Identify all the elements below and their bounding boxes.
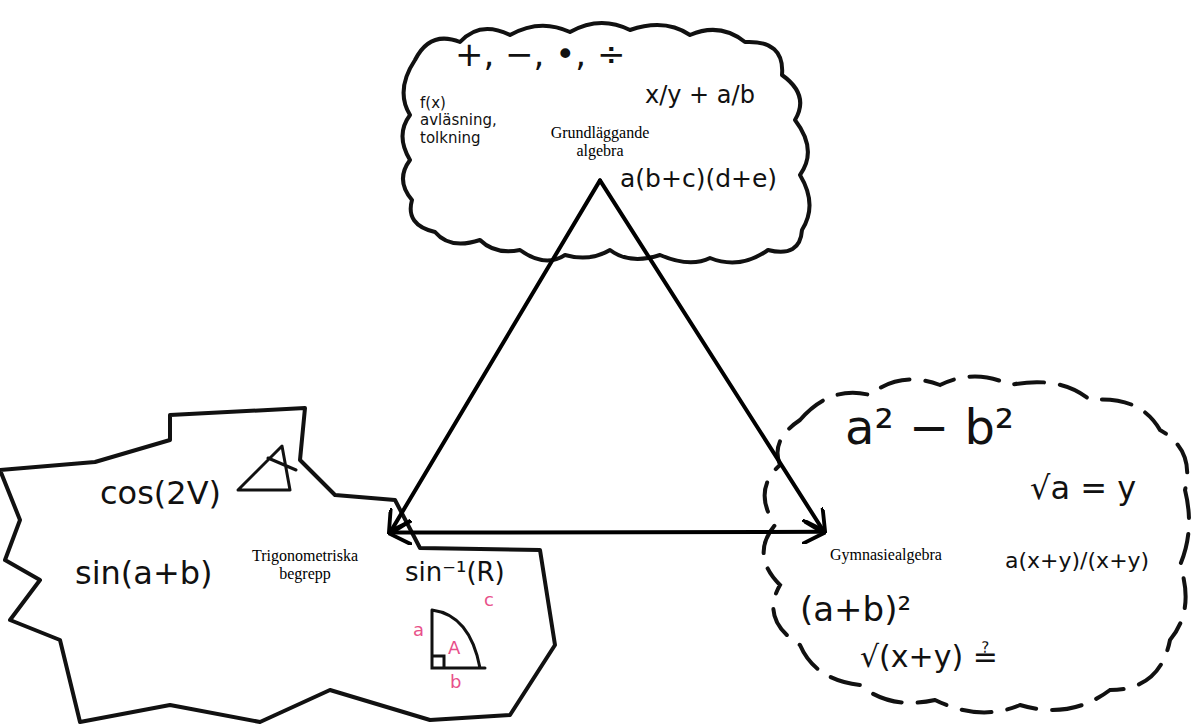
handwritten-note: f(x) avläsning, tolkning <box>420 95 512 147</box>
arrow-connector <box>600 180 824 531</box>
handwritten-note: a² − b² <box>845 400 1014 455</box>
handwritten-note: sin⁻¹(R) <box>405 558 505 588</box>
handwritten-note: +, −, •, ÷ <box>455 35 625 74</box>
handwritten-note: sin(a+b) <box>75 555 213 592</box>
angle-label: a <box>413 620 424 641</box>
angle-label: b <box>450 672 461 693</box>
angle-label: c <box>484 590 494 611</box>
handwritten-note: x/y + a/b <box>645 82 755 110</box>
concept-label: Trigonometriska begrepp <box>240 545 370 586</box>
small-triangle-sketch <box>238 446 296 490</box>
cloud-outline <box>403 23 810 263</box>
concept-title: Trigonometriska begrepp <box>242 547 368 584</box>
handwritten-note: a(b+c)(d+e) <box>620 165 777 194</box>
starburst-outline <box>0 408 555 722</box>
arrow-connector <box>390 180 600 532</box>
handwritten-note: √a = y <box>1030 470 1136 507</box>
dashed-cloud-outline <box>764 377 1189 713</box>
concept-label: Grundläggande algebra <box>538 122 663 163</box>
handwritten-note: cos(2V) <box>100 475 221 512</box>
concept-title: Grundläggande algebra <box>540 124 661 161</box>
handwritten-note: a(x+y)/(x+y) <box>1005 548 1149 573</box>
concept-title: Gymnasiealgebra <box>830 546 942 564</box>
angle-label: A <box>448 638 460 659</box>
right-triangle-sketch <box>432 610 485 668</box>
arrow-connector <box>390 530 824 535</box>
concept-label: Gymnasiealgebra <box>828 544 944 566</box>
handwritten-note: √(x+y) ≟ <box>860 640 998 675</box>
handwritten-note: (a+b)² <box>800 590 911 629</box>
